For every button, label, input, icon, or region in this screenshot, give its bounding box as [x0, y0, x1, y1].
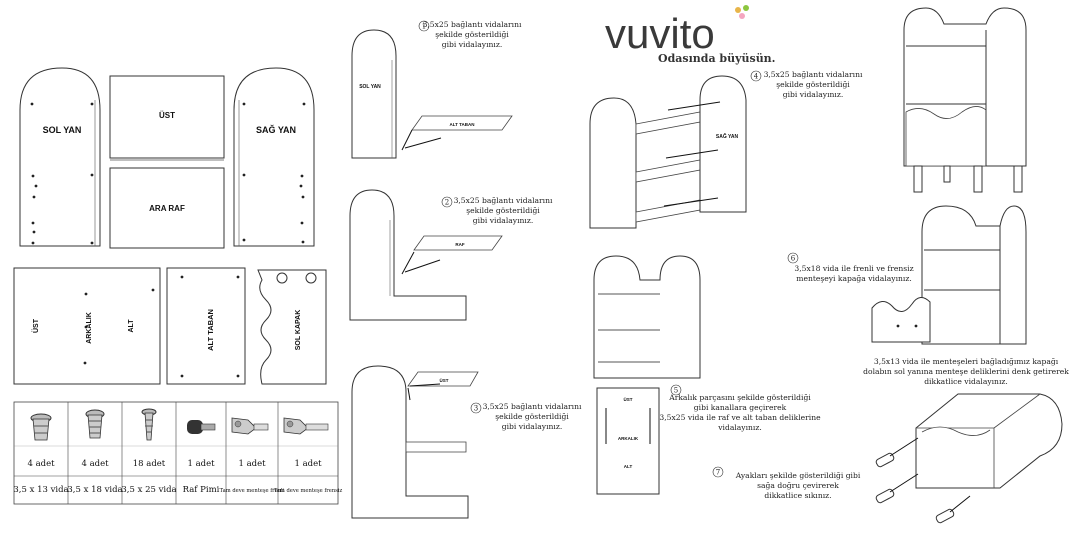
hinge-soft-close-icon: [231, 417, 269, 435]
step-3-text: 3 3,5x25 bağlantı vidalarını şekilde gös…: [470, 402, 582, 431]
label-ust: ÜST: [159, 111, 175, 120]
step-7-drawing: [875, 393, 1063, 524]
hinge-note-text: 3,5x13 vida ile menteşeleri bağladığımız…: [863, 357, 1069, 386]
step-3-number: 3: [474, 405, 478, 413]
hardware-table: 4 adet 4 adet 18 adet 1 adet 1 adet 1 ad…: [13, 401, 343, 505]
label-sol-yan: SOL YAN: [43, 125, 82, 135]
part-sol-yan: [19, 67, 101, 247]
label-ara-raf: ARA RAF: [149, 204, 185, 213]
step-4-drawing: SAĞ YAN: [589, 75, 747, 229]
hw-name-5: Tam deve menteşe frenli: [220, 488, 285, 494]
hw-count-4: 1 adet: [187, 459, 215, 469]
dl-ust-3: ÜST: [440, 377, 449, 383]
step-4-line-1: 3,5x25 bağlantı vidalarını: [764, 70, 863, 79]
dl-sag-yan-4: SAĞ YAN: [716, 132, 739, 140]
hw-name-3: 3,5 x 25 vida: [121, 485, 176, 495]
label-arkalik: ARKALIK: [86, 312, 93, 344]
step-5-line-2: gibi kanallara geçirerek: [694, 403, 787, 412]
label-ust-vertical: ÜST: [31, 318, 40, 333]
step-5-line-1: Arkalık parçasını şekilde gösterildiği: [668, 393, 811, 402]
label-sag-yan: SAĞ YAN: [256, 124, 296, 135]
dowel-screw-icon: [85, 409, 105, 439]
step-4-text: 4 3,5x25 bağlantı vidalarını şekilde gös…: [750, 70, 863, 99]
hw-name-4: Raf Pimi: [183, 485, 220, 495]
part-sag-yan: [233, 67, 315, 247]
step-1-number: 1: [422, 23, 426, 31]
part-ara-raf: [109, 167, 225, 249]
part-ust: [109, 75, 225, 159]
step-4-line-3: gibi vidalayınız.: [783, 90, 844, 99]
step-3-line-1: 3,5x25 bağlantı vidalarını: [483, 402, 582, 411]
step-3-line-3: gibi vidalayınız.: [502, 422, 563, 431]
step-5-number: 5: [674, 387, 678, 395]
step-6-line-2: menteşeyi kapağa vidalayınız.: [796, 274, 912, 283]
step-1-line-2: şekilde gösterildiği: [435, 30, 509, 39]
hw-name-1: 3,5 x 13 vida: [13, 485, 68, 495]
dl-ust-back: ÜST: [624, 396, 633, 402]
step-2-line-3: gibi vidalayınız.: [473, 216, 534, 225]
part-alt-taban: [166, 267, 246, 385]
hw-count-6: 1 adet: [294, 459, 322, 469]
step-6-drawing: [871, 205, 1027, 345]
step-1-line-1: 3,5x25 bağlantı vidalarını: [423, 20, 522, 29]
brand-logo: vuvito: [605, 10, 715, 57]
step-2-number: 2: [445, 199, 449, 207]
step-1-line-3: gibi vidalayınız.: [442, 40, 503, 49]
hw-count-3: 18 adet: [133, 459, 166, 469]
step-5-text: 5 Arkalık parçasını şekilde gösterildiği…: [659, 384, 821, 432]
label-sol-kapak: SOL KAPAK: [295, 310, 302, 351]
dl-arkalik-back: ARKALIK: [618, 436, 639, 441]
step-2-line-2: şekilde gösterildiği: [466, 206, 540, 215]
parts-layout: SOL YAN ÜST ARA RAF SAĞ YAN ÜST ARKALIK …: [13, 67, 327, 385]
hw-count-2: 4 adet: [81, 459, 109, 469]
step-3-drawing: ÜST: [351, 365, 479, 519]
finished-product-drawing: [903, 7, 1027, 193]
step-4-number: 4: [754, 73, 759, 81]
hw-count-1: 4 adet: [27, 459, 55, 469]
step-7-line-1: Ayakları şekilde gösterildiği gibi: [735, 471, 861, 480]
hinge-note-line-2: dolabın sol yanına menteşe deliklerini d…: [863, 367, 1069, 376]
step-7-line-3: dikkatlice sıkınız.: [764, 491, 831, 500]
hw-name-2: 3,5 x 18 vida: [67, 485, 122, 495]
label-alt-taban: ALT TABAN: [206, 309, 215, 351]
hw-count-5: 1 adet: [238, 459, 266, 469]
dl-raf-2: RAF: [455, 242, 464, 247]
step-1-text: 1 3,5x25 bağlantı vidalarını şekilde gös…: [418, 20, 522, 49]
step-2-text: 2 3,5x25 bağlantı vidalarını şekilde gös…: [441, 196, 553, 225]
brand-tagline: Odasında büyüsün.: [658, 52, 776, 65]
cam-screw-icon: [30, 413, 52, 441]
step-6-text: 6 3,5x18 vida ile frenli ve frensiz ment…: [787, 252, 914, 283]
step-6-number: 6: [791, 255, 796, 263]
hinge-note-line-3: dikkatlice vidalayınız.: [924, 377, 1008, 386]
dl-sol-yan-1: SOL YAN: [359, 84, 381, 90]
hinge-note-line-1: 3,5x13 vida ile menteşeleri bağladığımız…: [874, 357, 1059, 366]
dl-alt-taban-1: ALT TABAN: [449, 122, 474, 127]
wood-screw-icon: [141, 408, 157, 441]
step-3-line-2: şekilde gösterildiği: [495, 412, 569, 421]
step-6-line-1: 3,5x18 vida ile frenli ve frensiz: [794, 264, 913, 273]
dl-alt-back: ALT: [624, 464, 633, 469]
hw-name-6: Tam deve menteşe frensiz: [274, 488, 343, 494]
part-arkalik: [13, 267, 161, 385]
label-alt: ALT: [128, 319, 135, 333]
step-2-line-1: 3,5x25 bağlantı vidalarını: [454, 196, 553, 205]
step-7-text: 7 Ayakları şekilde gösterildiği gibi sağ…: [712, 466, 861, 500]
step-4-line-2: şekilde gösterildiği: [776, 80, 850, 89]
brand: vuvito Odasında büyüsün.: [605, 5, 776, 65]
step-2-drawing: RAF: [349, 189, 503, 321]
step-5-line-4: vidalayınız.: [717, 423, 762, 432]
step-7-line-2: sağa doğru çevirerek: [757, 481, 839, 490]
shelf-pin-icon: [187, 420, 216, 434]
step-5-drawing: ÜST ARKALIK ALT: [593, 255, 701, 495]
part-sol-kapak: [257, 269, 327, 385]
step-1-drawing: SOL YAN ALT TABAN: [351, 29, 513, 159]
step-7-number: 7: [716, 469, 720, 477]
step-5-line-3: 3,5x25 vida ile raf ve alt taban delikle…: [659, 413, 821, 422]
hinge-icon: [283, 417, 329, 435]
